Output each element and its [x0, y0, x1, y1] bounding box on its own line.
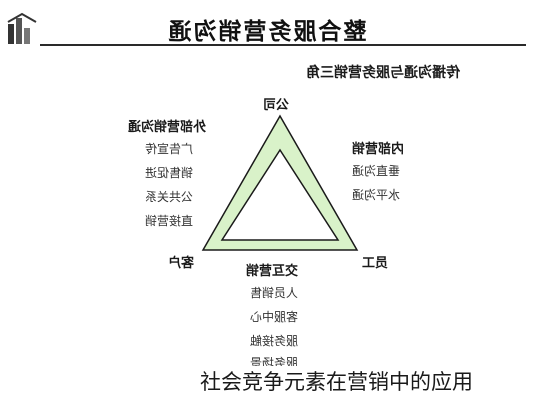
external-item: 公共关系: [145, 190, 194, 204]
internal-item: 水平沟通: [352, 188, 401, 202]
interactive-item: 人员销售: [250, 286, 299, 300]
internal-marketing-title: 内部营销: [352, 142, 405, 157]
external-item: 销售促进: [145, 166, 194, 180]
external-item: 广告宣传: [145, 142, 194, 156]
caption-text: 社会竞争元素在营销中的应用: [200, 366, 530, 400]
interactive-item: 客服中心: [250, 310, 299, 324]
logo-icon: [7, 12, 37, 44]
interactive-marketing-title: 交互营销: [246, 264, 299, 279]
vertex-employee-label: 员工: [362, 256, 389, 271]
vertex-company-label: 公司: [263, 98, 290, 113]
interactive-item: 服务接触: [250, 334, 299, 348]
inner-triangle: [220, 148, 340, 241]
external-marketing-title: 外部营销沟通: [128, 120, 207, 135]
vertex-customer-label: 客户: [168, 256, 195, 271]
internal-item: 垂直沟通: [352, 164, 401, 178]
title-divider: [40, 44, 526, 46]
external-item: 直接营销: [145, 214, 194, 228]
